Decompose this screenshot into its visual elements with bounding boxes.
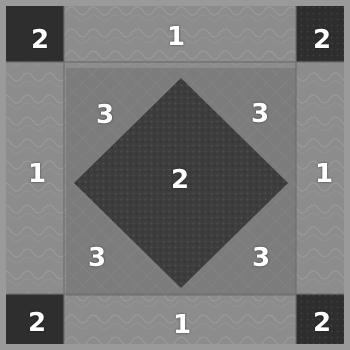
corner-block-top-left [6, 6, 64, 62]
corner-texture-top-right [296, 6, 344, 62]
corner-texture-bottom-right [296, 294, 344, 344]
corner-block-bottom-left [6, 294, 64, 344]
